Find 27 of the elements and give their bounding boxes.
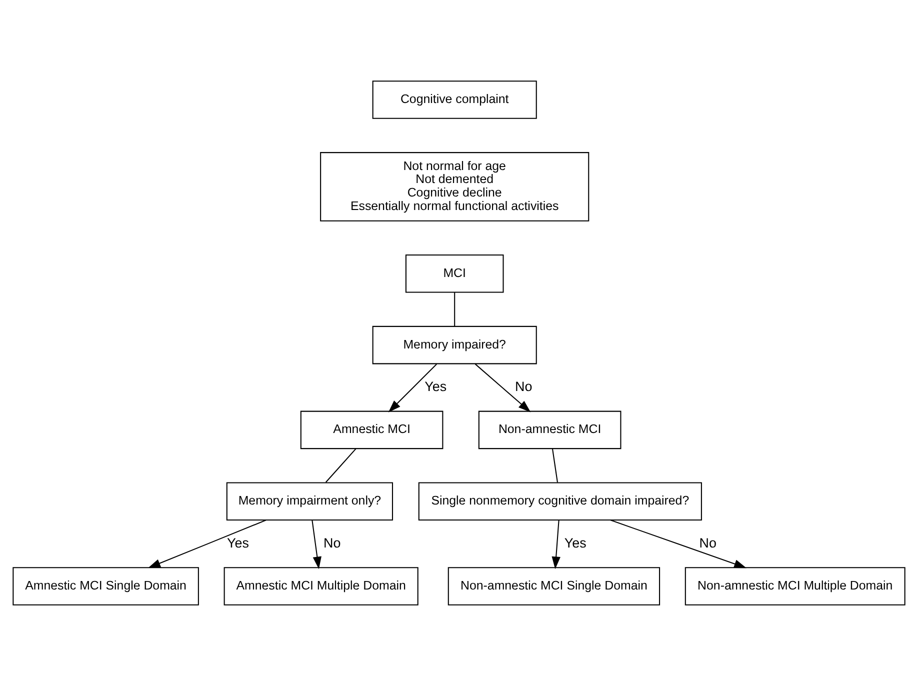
node-box: Amnestic MCI xyxy=(300,410,443,450)
arrow xyxy=(148,520,266,568)
edge-label: Yes xyxy=(424,379,446,394)
node-box: Non-amnestic MCI xyxy=(478,410,621,450)
connector xyxy=(324,448,356,483)
arrow xyxy=(551,520,560,570)
node-box: Amnestic MCI Multiple Domain xyxy=(223,567,418,606)
node-box: Not normal for age Not demented Cognitive decline Essentially normal functional activities xyxy=(320,152,589,222)
node-box: Cognitive complaint xyxy=(372,80,536,119)
node-box: Amnestic MCI Single Domain xyxy=(12,567,198,606)
arrow xyxy=(388,364,436,412)
node-box: MCI xyxy=(404,254,504,293)
node-box: Memory impairment only? xyxy=(226,482,393,520)
node-box: Non-amnestic MCI Single Domain xyxy=(447,567,660,606)
edge-label: Yes xyxy=(226,535,248,550)
arrow xyxy=(610,520,746,568)
node-box: Single nonmemory cognitive domain impaired? xyxy=(418,482,702,520)
connector xyxy=(551,448,558,482)
node-box: Memory impaired? xyxy=(372,326,536,364)
arrow xyxy=(474,364,530,412)
node-box: Non-amnestic MCI Multiple Domain xyxy=(684,567,905,606)
arrow xyxy=(311,520,321,570)
edge-label: Yes xyxy=(564,535,586,550)
edge-label: No xyxy=(698,535,716,550)
edge-label: No xyxy=(514,379,532,394)
connector xyxy=(454,292,455,326)
edge-label: No xyxy=(323,535,340,550)
